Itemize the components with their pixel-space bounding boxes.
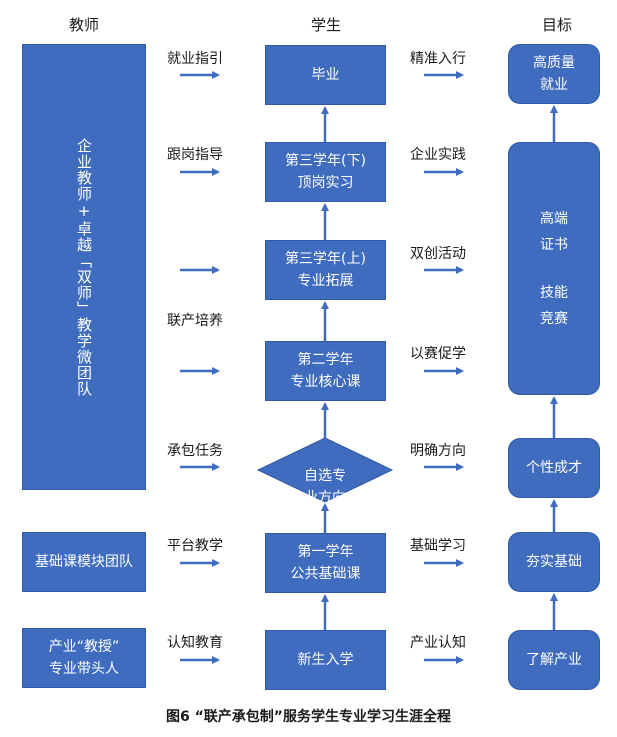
elective-direction-diamond	[256, 437, 394, 503]
industry-professor-line1: 产业“教授”	[48, 639, 120, 655]
quality-employment-box: 高质量 就业	[508, 44, 600, 104]
base-course-team-label: 基础课模块团队	[35, 554, 133, 570]
right-label-basic-learning: 基础学习	[410, 538, 466, 554]
left-label-joint-training: 联产培养	[167, 313, 223, 329]
industry-professor-line2: 专业带头人	[49, 661, 119, 677]
certificate-line2: 证书	[540, 236, 568, 253]
year3-first-half-line2: 专业拓展	[297, 273, 354, 289]
year3-first-half-line1: 第三学年(上)	[285, 251, 366, 267]
base-course-team-box: 基础课模块团队	[22, 532, 146, 592]
quality-employment-line2: 就业	[540, 77, 568, 93]
year1-line2: 公共基础课	[290, 566, 361, 582]
right-label-innovation-activity: 双创活动	[410, 246, 466, 262]
quality-employment-line1: 高质量	[533, 55, 575, 71]
teacher-team-label: 企业教师+卓越「双师」教学微团队	[75, 137, 93, 397]
left-label-cognitive-education: 认知教育	[167, 635, 223, 651]
year2-line2: 专业核心课	[290, 374, 361, 390]
elective-direction-line2: 业方向	[304, 490, 346, 506]
elective-direction-label: 自选专 业方向	[262, 465, 388, 509]
left-label-post-guidance: 跟岗指导	[167, 147, 223, 163]
year3-second-half-box: 第三学年(下) 顶岗实习	[265, 142, 386, 202]
right-label-industry-cognition: 产业认知	[410, 635, 466, 651]
know-industry-box: 了解产业	[508, 630, 600, 690]
personality-growth-label: 个性成才	[526, 460, 582, 476]
certificate-competition-box: 高端 证书 技能 竞赛	[508, 142, 600, 395]
freshman-box: 新生入学	[265, 630, 386, 690]
freshman-label: 新生入学	[297, 652, 354, 668]
year1-box: 第一学年 公共基础课	[265, 533, 386, 593]
left-label-employment-guidance: 就业指引	[167, 51, 223, 67]
left-label-platform-teaching: 平台教学	[167, 538, 223, 554]
year3-second-half-line2: 顶岗实习	[297, 175, 354, 191]
year2-box: 第二学年 专业核心课	[265, 341, 386, 401]
solid-foundation-box: 夯实基础	[508, 532, 600, 592]
teacher-team-box: 企业教师+卓越「双师」教学微团队	[22, 44, 146, 490]
graduate-label: 毕业	[311, 67, 340, 83]
solid-foundation-label: 夯实基础	[526, 554, 582, 570]
year3-first-half-box: 第三学年(上) 专业拓展	[265, 240, 386, 300]
header-goal: 目标	[541, 16, 572, 34]
competition-line1: 技能	[540, 284, 568, 301]
competition-line2: 竞赛	[540, 310, 568, 327]
header-student: 学生	[310, 16, 341, 34]
right-label-clear-direction: 明确方向	[410, 443, 466, 459]
figure-caption: 图6 “联产承包制”服务学生专业学习生涯全程	[165, 709, 452, 725]
right-label-competition-learning: 以赛促学	[410, 346, 466, 362]
left-label-contract-task: 承包任务	[167, 443, 223, 459]
know-industry-label: 了解产业	[526, 652, 582, 668]
right-label-precise-entry: 精准入行	[410, 51, 466, 67]
personality-growth-box: 个性成才	[508, 438, 600, 498]
year2-line1: 第二学年	[297, 352, 354, 368]
header-teacher: 教师	[68, 16, 99, 34]
graduate-box: 毕业	[265, 45, 386, 105]
year3-second-half-line1: 第三学年(下)	[285, 153, 366, 169]
year1-line1: 第一学年	[297, 544, 354, 560]
certificate-line1: 高端	[540, 210, 568, 227]
elective-direction-line1: 自选专	[304, 468, 346, 484]
right-label-enterprise-practice: 企业实践	[410, 147, 466, 163]
industry-professor-box: 产业“教授” 专业带头人	[22, 628, 146, 688]
